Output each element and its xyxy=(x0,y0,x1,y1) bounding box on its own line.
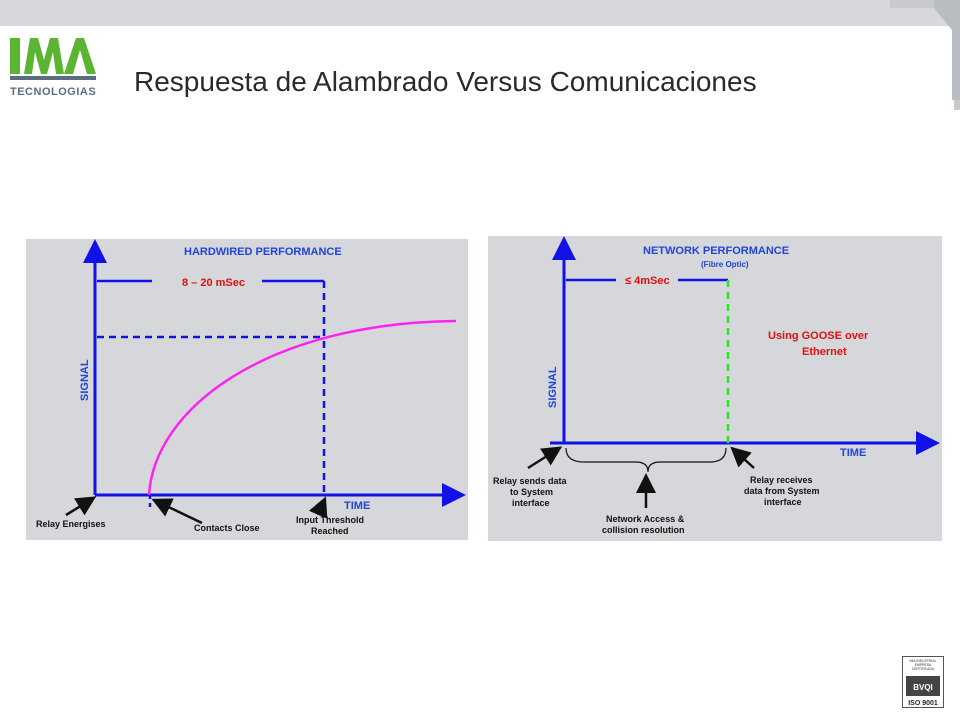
receives-label-2: data from System xyxy=(744,486,820,496)
y-axis-label: SIGNAL xyxy=(79,359,91,401)
goose-label-2: Ethernet xyxy=(802,346,847,358)
signal-curve xyxy=(147,319,457,496)
badge-line-3: CERTIFICADA xyxy=(912,667,935,671)
relay-label: Relay Energises xyxy=(36,519,106,529)
access-label-2: collision resolution xyxy=(602,525,685,535)
threshold-label-2: Reached xyxy=(311,526,349,536)
threshold-label-1: Input Threshold xyxy=(296,515,364,525)
threshold-arrow xyxy=(308,496,328,519)
badge-mark: BVQI xyxy=(913,683,933,692)
sends-label-2: to System xyxy=(510,487,553,497)
sends-label-1: Relay sends data xyxy=(493,476,568,486)
goose-label-1: Using GOOSE over xyxy=(768,330,869,342)
badge-line-1: IMA INDUSTRIAL xyxy=(910,659,937,663)
panel-background xyxy=(26,239,468,540)
receives-label-1: Relay receives xyxy=(750,475,813,485)
access-label-1: Network Access & xyxy=(606,514,685,524)
x-axis-label: TIME xyxy=(344,500,370,512)
iso-certification-badge: IMA INDUSTRIAL EMPRESA CERTIFICADA BVQI … xyxy=(902,656,944,708)
hardwired-title: HARDWIRED PERFORMANCE xyxy=(184,246,342,258)
y-axis-label: SIGNAL xyxy=(547,366,559,408)
network-subtitle: (Fibre Optic) xyxy=(701,260,749,269)
sends-arrow xyxy=(527,446,563,470)
network-title: NETWORK PERFORMANCE xyxy=(643,245,789,257)
interval-brace xyxy=(565,447,727,473)
contacts-label: Contacts Close xyxy=(194,523,260,533)
network-diagram: NETWORK PERFORMANCE (Fibre Optic) SIGNAL… xyxy=(488,236,942,541)
top-bar xyxy=(0,0,960,26)
relay-arrow xyxy=(65,496,97,517)
slide-title: Respuesta de Alambrado Versus Comunicaci… xyxy=(134,66,757,97)
x-axis-label: TIME xyxy=(840,447,866,459)
receives-label-3: interface xyxy=(764,497,802,507)
receives-arrow xyxy=(730,446,755,469)
company-logo xyxy=(6,30,106,102)
badge-iso: ISO 9001 xyxy=(908,700,938,707)
interval-label: ≤ 4mSec xyxy=(625,275,670,287)
interval-label: 8 – 20 mSec xyxy=(182,277,245,289)
hardwired-diagram: HARDWIRED PERFORMANCE SIGNAL TIME 8 – 20… xyxy=(26,239,468,540)
contacts-arrow xyxy=(151,498,203,525)
sends-label-3: interface xyxy=(512,498,550,508)
logo-text: TECNOLOGIAS xyxy=(10,86,97,98)
badge-line-2: EMPRESA xyxy=(915,663,932,667)
corner-decoration xyxy=(890,0,960,110)
